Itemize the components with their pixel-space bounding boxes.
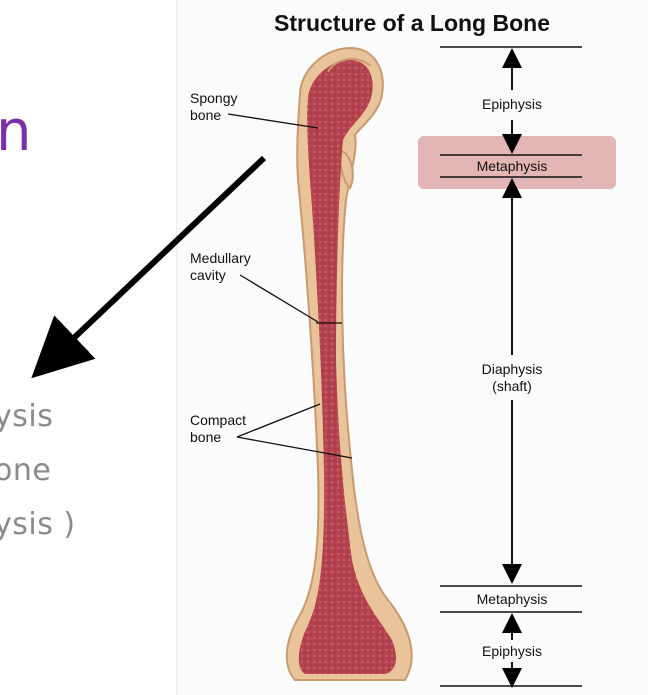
label-metaphysis-top: Metaphysis [462,158,562,175]
leader-compact-1 [237,404,320,437]
label-metaphysis-bottom: Metaphysis [462,591,562,608]
label-compact-bone: Compact bone [190,412,246,446]
label-epiphysis-top: Epiphysis [462,96,562,113]
label-epiphysis-bottom: Epiphysis [462,643,562,660]
label-medullary-cavity: Medullary cavity [190,250,251,284]
label-diaphysis: Diaphysis (shaft) [462,361,562,395]
label-spongy-bone: Spongy bone [190,90,237,124]
